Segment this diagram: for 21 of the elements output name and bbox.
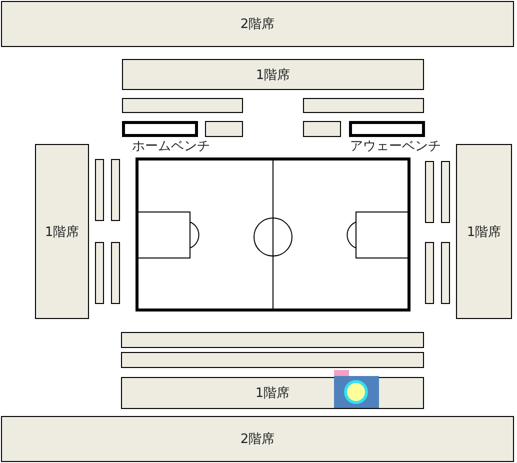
seating-block (425, 161, 434, 223)
seating-block (121, 352, 424, 368)
seating-block (121, 332, 424, 348)
seating-block (205, 121, 243, 137)
seating-block (95, 242, 104, 304)
seating-section: 1階席 (122, 59, 424, 90)
seating-block (111, 159, 120, 221)
seating-section: 1階席 (35, 144, 89, 319)
seating-block (303, 98, 424, 113)
bench-label: アウェーベンチ (350, 139, 441, 155)
seating-block (122, 98, 243, 113)
bench-label: ホームベンチ (132, 139, 210, 155)
seating-block (303, 121, 341, 137)
seating-block (441, 161, 450, 223)
seating-block (441, 242, 450, 304)
seating-block (111, 242, 120, 304)
seating-block (95, 159, 104, 221)
seating-section: 2階席 (1, 1, 514, 47)
seating-block (425, 242, 434, 304)
seating-section: 2階席 (1, 416, 514, 462)
seating-section: 1階席 (456, 144, 512, 319)
